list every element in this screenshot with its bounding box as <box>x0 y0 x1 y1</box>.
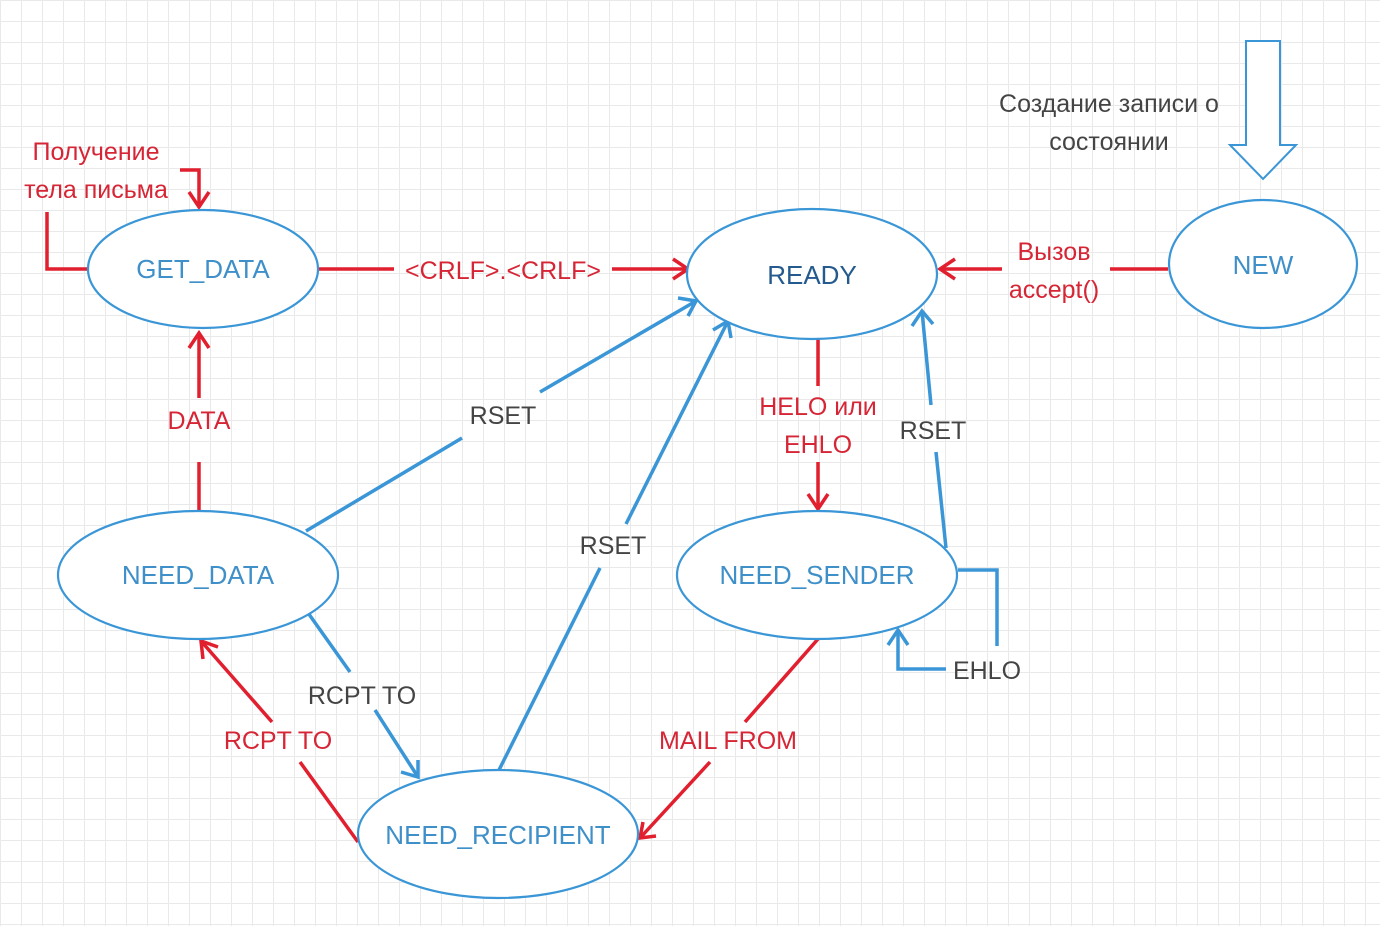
label-accept-line1: Вызов <box>1017 238 1090 266</box>
edge-needsender-to-ready <box>910 308 948 549</box>
edge-new-to-ready <box>936 257 1168 281</box>
label-mail-from: MAIL FROM <box>659 727 797 755</box>
state-need-recipient: NEED_RECIPIENT <box>356 768 640 900</box>
label-crlf: <CRLF>.<CRLF> <box>405 257 601 285</box>
edge-needdata-to-getdata <box>187 329 211 512</box>
receiving-note-line1: Получение <box>32 138 159 166</box>
edge-ready-to-needsender <box>806 339 830 513</box>
state-need-data-label: NEED_DATA <box>122 560 275 590</box>
state-get-data: GET_DATA <box>86 208 320 330</box>
label-rset-need-recipient: RSET <box>580 532 647 560</box>
state-need-recipient-label: NEED_RECIPIENT <box>385 820 610 850</box>
label-accept-line2: accept() <box>1009 276 1099 304</box>
state-ready-label: READY <box>767 260 857 290</box>
state-need-data: NEED_DATA <box>56 509 340 641</box>
edge-needrecipient-to-needdata <box>198 638 360 844</box>
state-need-sender: NEED_SENDER <box>675 509 959 641</box>
edge-needdata-to-needrecipient <box>304 608 420 780</box>
label-rcpt-to-red: RCPT TO <box>224 727 332 755</box>
state-get-data-label: GET_DATA <box>136 254 270 284</box>
edge-getdata-self-loop <box>45 168 211 271</box>
label-helo-line1: HELO или <box>759 393 877 421</box>
label-helo-line2: EHLO <box>784 431 852 459</box>
entry-arrow <box>1227 40 1299 181</box>
state-need-sender-label: NEED_SENDER <box>719 560 914 590</box>
label-rcpt-to-blue: RCPT TO <box>308 682 416 710</box>
label-rset-need-sender: RSET <box>900 417 967 445</box>
state-ready: READY <box>685 207 939 341</box>
state-new-label: NEW <box>1233 250 1294 280</box>
edge-needdata-to-ready <box>305 296 699 533</box>
creation-note-line1: Создание записи о <box>999 90 1219 118</box>
edge-needsender-to-needrecipient <box>637 637 820 841</box>
state-new: NEW <box>1167 198 1359 330</box>
creation-note-line2: состоянии <box>1049 128 1169 156</box>
label-rset-need-data: RSET <box>470 402 537 430</box>
receiving-note-line2: тела письма <box>24 176 168 204</box>
label-data: DATA <box>168 407 231 435</box>
label-ehlo-self: EHLO <box>953 657 1021 685</box>
edge-needsender-self-loop <box>886 568 999 671</box>
